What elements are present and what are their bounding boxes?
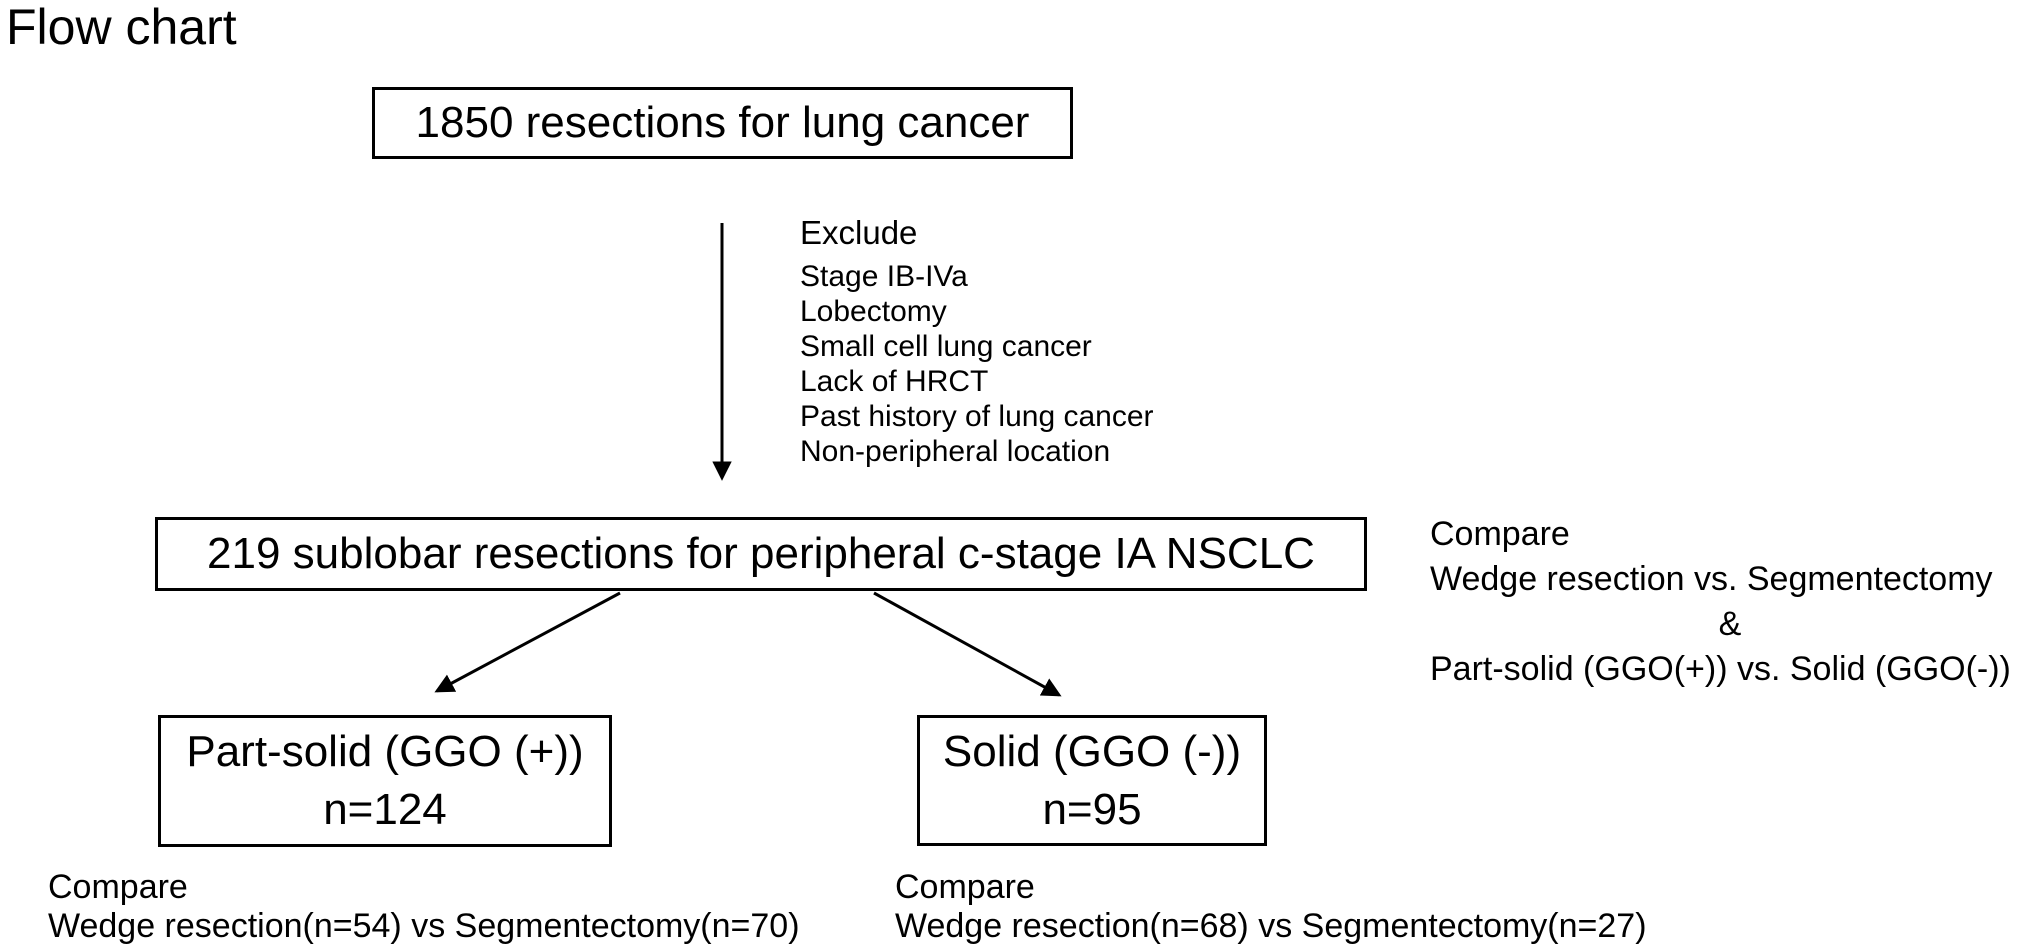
node-part-solid-count: n=124 [323, 785, 447, 834]
page-title: Flow chart [6, 0, 237, 55]
node-sublobar-resections-label: 219 sublobar resections for peripheral c… [207, 529, 1315, 578]
node-solid-count: n=95 [1042, 784, 1142, 834]
node-total-resections: 1850 resections for lung cancer [372, 87, 1073, 159]
compare-solid-line: Wedge resection(n=68) vs Segmentectomy(n… [895, 907, 1647, 945]
compare-overall-line1: Wedge resection vs. Segmentectomy [1430, 560, 1993, 598]
node-total-resections-label: 1850 resections for lung cancer [415, 98, 1030, 147]
arrow-diagonal-right-icon [873, 591, 1062, 697]
compare-part-solid-block: Compare Wedge resection(n=54) vs Segment… [48, 868, 800, 946]
node-part-solid: Part-solid (GGO (+)) n=124 [158, 715, 612, 847]
node-solid: Solid (GGO (-)) n=95 [917, 715, 1267, 846]
exclude-heading: Exclude [800, 214, 918, 251]
compare-overall-line2: Part-solid (GGO(+)) vs. Solid (GGO(-)) [1430, 650, 2011, 688]
compare-part-solid-heading: Compare [48, 868, 188, 906]
compare-overall-ampersand: & [1718, 605, 1742, 643]
exclude-item: Lobectomy [800, 295, 947, 328]
node-solid-label: Solid (GGO (-)) [942, 726, 1242, 776]
exclude-item: Past history of lung cancer [800, 400, 1154, 433]
exclude-block: Exclude Stage IB-IVa Lobectomy Small cel… [800, 212, 1154, 469]
arrow-diagonal-left-icon [434, 591, 621, 693]
compare-part-solid-line: Wedge resection(n=54) vs Segmentectomy(n… [48, 907, 800, 945]
exclude-item: Lack of HRCT [800, 365, 989, 398]
exclude-item: Stage IB-IVa [800, 260, 968, 293]
compare-overall-heading: Compare [1430, 515, 1570, 553]
compare-overall-block: Compare Wedge resection vs. Segmentectom… [1430, 512, 2030, 692]
compare-solid-heading: Compare [895, 868, 1035, 906]
node-sublobar-resections: 219 sublobar resections for peripheral c… [155, 517, 1367, 591]
exclude-item: Small cell lung cancer [800, 330, 1092, 363]
exclude-item: Non-peripheral location [800, 435, 1111, 468]
compare-solid-block: Compare Wedge resection(n=68) vs Segment… [895, 868, 1647, 946]
node-part-solid-label: Part-solid (GGO (+)) [186, 727, 584, 776]
